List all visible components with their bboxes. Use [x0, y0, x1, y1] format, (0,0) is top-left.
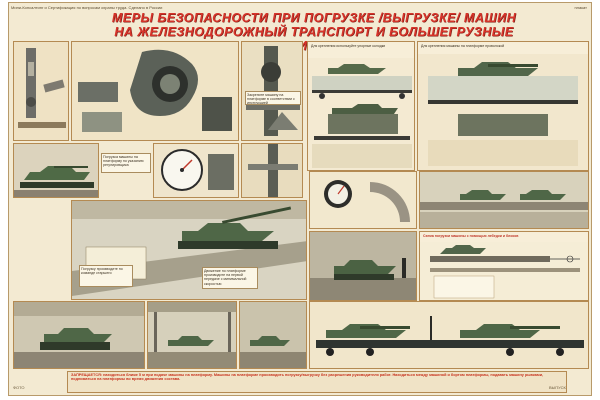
rail-hook-illustration — [14, 42, 68, 140]
stamp-left: ФОТО — [13, 385, 25, 390]
header-strip: Мини-Консалтинг и Сертификация по вопрос… — [11, 4, 589, 11]
panel-depot — [13, 301, 145, 369]
caption-2: Закрепите машину на платформе в соответс… — [245, 91, 301, 105]
caption-1: Погрузка машины на платформу по указанию… — [101, 153, 151, 173]
stamp-right: ВЫПУСК — [549, 385, 566, 390]
panel-meter — [309, 171, 417, 229]
panel-rail-hooks — [13, 41, 69, 141]
panel-platform-2: Для крепления машины на платформе провол… — [417, 41, 589, 171]
brake-rod-illustration — [242, 144, 302, 197]
platform-tanks-illustration — [418, 54, 588, 170]
panel-coupler — [71, 41, 239, 141]
panel-gauge — [153, 143, 239, 198]
two-tanks-illustration — [310, 302, 588, 368]
depot-illustration — [14, 302, 144, 368]
panel-tunnel — [309, 231, 417, 301]
panel-hangar — [147, 301, 237, 369]
panel-brake-rod — [241, 143, 303, 198]
caption-6: Схема погрузки машины с помощью лебедки … — [423, 234, 519, 238]
panel-train-yard — [239, 301, 307, 369]
coupler-illustration — [72, 42, 238, 140]
panel-convoy — [419, 171, 589, 229]
panel-two-tanks — [309, 301, 589, 369]
hangar-illustration — [148, 302, 236, 368]
meter-illustration — [310, 172, 416, 228]
poster: Мини-Консалтинг и Сертификация по вопрос… — [8, 2, 592, 396]
train-yard-illustration — [240, 302, 306, 368]
caption-7: Погрузку производите по команде старшего — [79, 265, 133, 287]
panel-ramp-loading: Движение по платформе производите на пер… — [71, 200, 307, 300]
header-right-note: плакат — [574, 5, 587, 10]
gauge-illustration — [154, 144, 238, 197]
header-left-note: Мини-Консалтинг и Сертификация по вопрос… — [11, 5, 163, 10]
scheme-illustration — [420, 242, 588, 300]
bottom-warning-text: ЗАПРЕЩАЕТСЯ: находиться ближе 5 м при по… — [67, 371, 567, 393]
caption-3: Для крепления используйте упорные колодк… — [311, 44, 386, 48]
panel-scheme: Схема погрузки машины с помощью лебедки … — [419, 231, 589, 301]
panel-platform-1: Для крепления используйте упорные колодк… — [307, 41, 415, 171]
tank-small-illustration — [14, 144, 98, 197]
platform-loading-illustration — [308, 58, 414, 170]
caption-4: Для крепления машины на платформе провол… — [421, 44, 505, 48]
convoy-illustration — [420, 172, 588, 228]
tunnel-illustration — [310, 232, 416, 300]
panel-tank-small — [13, 143, 99, 198]
caption-5: Движение по платформе производите на пер… — [202, 267, 258, 289]
title-line-1: МЕРЫ БЕЗОПАСНОСТИ ПРИ ПОГРУЗКЕ /ВЫГРУЗКЕ… — [111, 11, 517, 25]
